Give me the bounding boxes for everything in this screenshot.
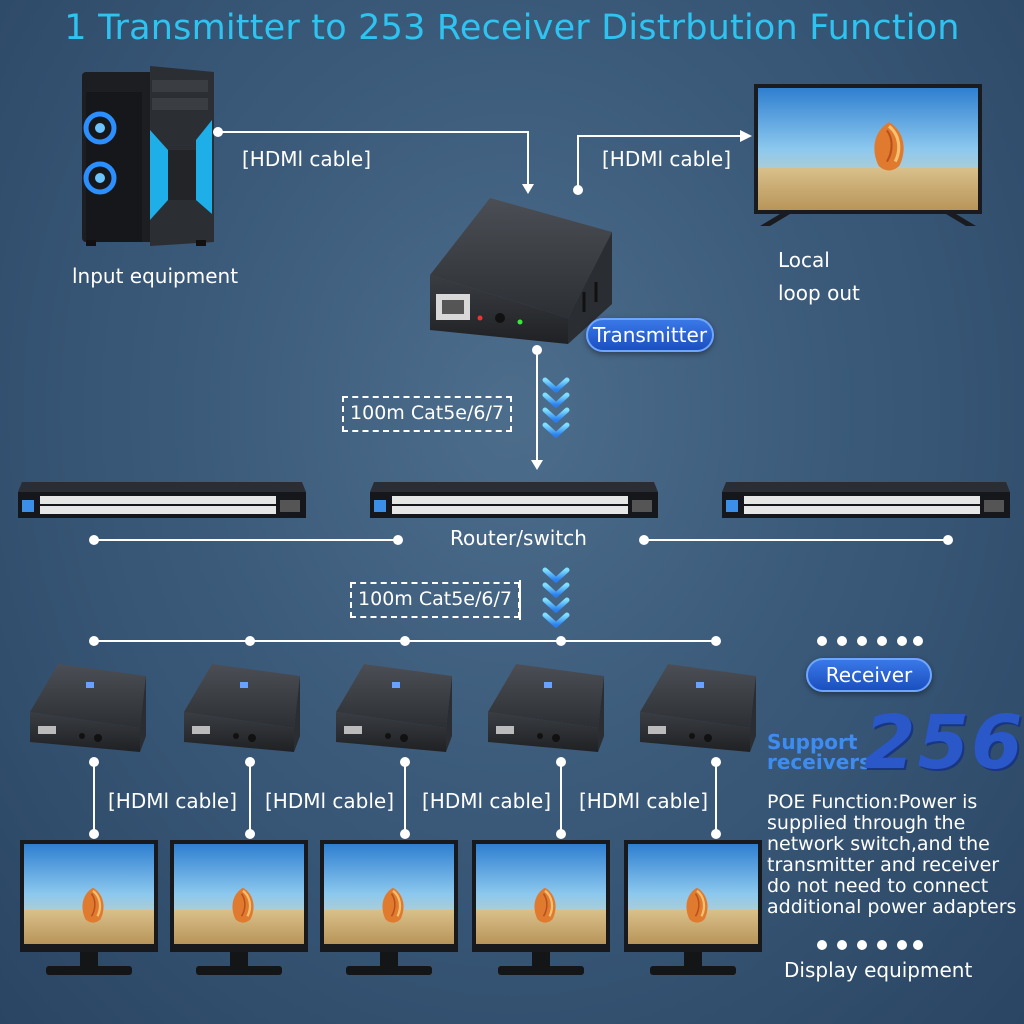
cable-spec-bottom: 100m Cat5e/6/7 [350,582,520,618]
hdmi-cable-label-receiver: [HDMl cable] [265,789,395,813]
hdmi-cable-label-receiver: [HDMl cable] [422,789,552,813]
page-title: 1 Transmitter to 253 Receiver Distrbutio… [64,8,960,48]
monitor-icon [20,840,158,975]
poe-line: do not need to connect [767,875,989,897]
hdmi-extender-receiver-icon [488,664,604,752]
chevron-down-icon [542,567,570,628]
poe-line: network switch,and the [767,833,990,855]
poe-line: transmitter and receiver [767,854,1000,876]
hdmi-extender-transmitter-icon [430,198,612,344]
router-switch-label: Router/switch [450,526,587,550]
monitor-icon [472,840,610,975]
hdmi-cable-label-input: [HDMl cable] [242,147,372,171]
monitor-icon [624,840,762,975]
hdmi-cable-label-loop: [HDMl cable] [602,147,732,171]
support-label-line1: Support [767,730,858,754]
desktop-pc-tower-icon [82,66,214,246]
hdmi-cable-label-receiver: [HDMl cable] [108,789,238,813]
hdmi-cable-label-receiver: [HDMl cable] [579,789,709,813]
network-switch-icon [722,482,1010,518]
local-loop-label-line1: Local [778,248,830,272]
display-equipment-label: Display equipment [784,958,973,982]
hdmi-extender-receiver-icon [184,664,300,752]
hdmi-extender-receiver-icon [30,664,146,752]
local-loop-label-line2: loop out [778,281,860,305]
monitor-icon [320,840,458,975]
support-count: 256 [864,700,1024,786]
support-label-line2: receivers [767,750,872,774]
hdmi-extender-receiver-icon [336,664,452,752]
cable-spec-top: 100m Cat5e/6/7 [342,396,512,432]
poe-line: additional power adapters [767,896,1017,918]
transmitter-badge: Transmitter [586,318,714,352]
poe-description: POE Function:Power is supplied through t… [767,792,1016,918]
poe-line: supplied through the [767,812,966,834]
tv-monitor-icon [754,84,982,226]
monitor-icon [170,840,308,975]
receiver-badge: Receiver [806,658,932,692]
input-equipment-label: lnput equipment [72,264,239,288]
network-switch-icon [18,482,306,518]
poe-line: POE Function:Power is [767,791,978,813]
chevron-down-icon [542,377,570,438]
network-switch-icon [370,482,658,518]
hdmi-extender-receiver-icon [640,664,756,752]
